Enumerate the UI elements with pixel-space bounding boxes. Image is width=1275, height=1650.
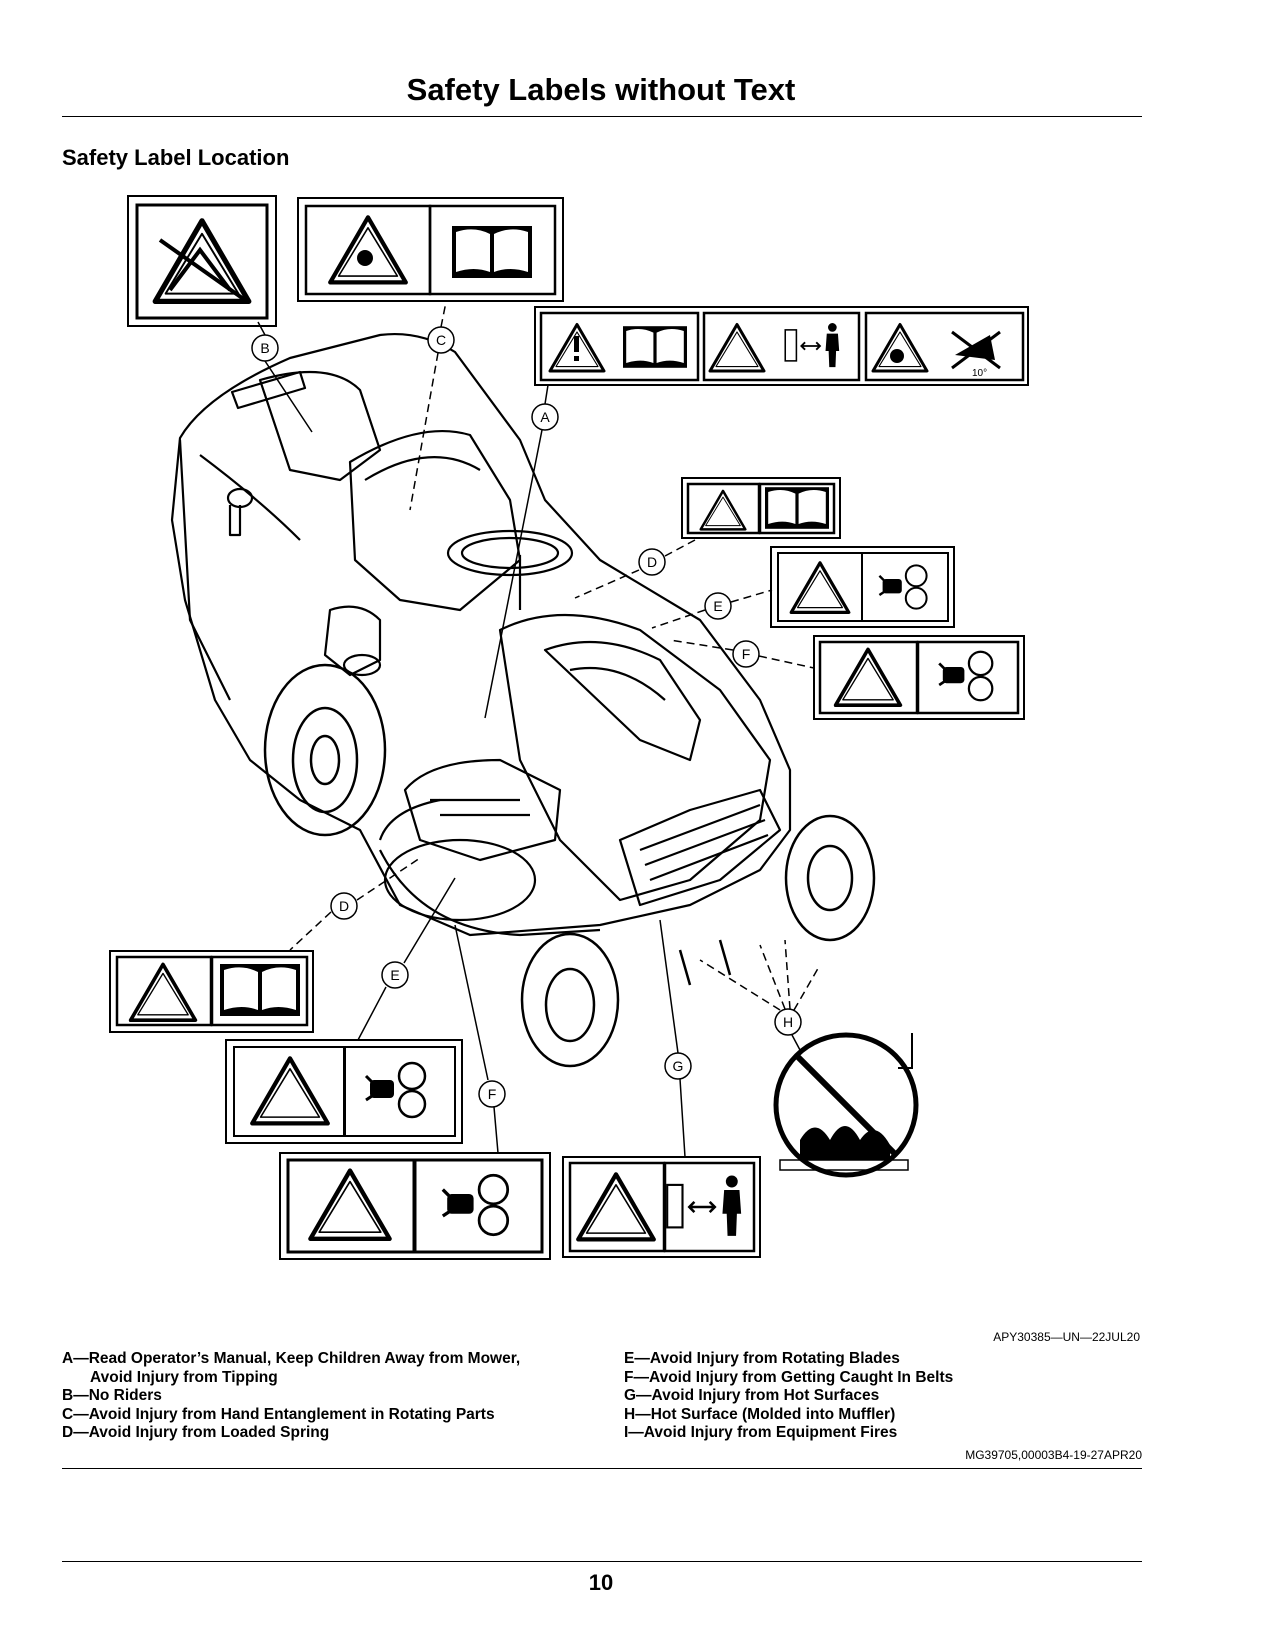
operators-manual-icon (452, 226, 532, 278)
legend-left-column: A—Read Operator’s Manual, Keep Children … (62, 1350, 520, 1443)
callout-c: C (427, 326, 455, 354)
svg-text:F: F (742, 646, 751, 662)
legend-item-b: B—No Riders (62, 1387, 162, 1404)
callout-markers: A B C D E F D E F G H (251, 326, 802, 1108)
tipping-warning-icon (871, 323, 929, 373)
callout-e-upper: E (704, 592, 732, 620)
label-b-no-riders (127, 195, 277, 327)
label-c-hand-entanglement (297, 197, 564, 302)
svg-text:H: H (783, 1014, 793, 1030)
keep-distance-icon (785, 323, 839, 367)
callout-b: B (251, 334, 279, 362)
svg-text:E: E (390, 967, 399, 983)
legend-item-a-continued: Avoid Injury from Tipping (90, 1368, 278, 1386)
svg-text:10°: 10° (972, 368, 987, 379)
footer-divider (62, 1561, 1142, 1562)
svg-text:E: E (713, 598, 722, 614)
callout-h: H (774, 1008, 802, 1036)
belt-entanglement-warning-icon (833, 647, 903, 708)
belt-guard-icon (937, 650, 994, 702)
legend-item-f: F—Avoid Injury from Getting Caught In Be… (624, 1368, 954, 1386)
operators-manual-icon (220, 964, 300, 1016)
svg-text:C: C (436, 332, 446, 348)
callout-f-upper: F (732, 640, 760, 668)
legend-right-column: E—Avoid Injury from Rotating Blades F—Av… (624, 1350, 953, 1443)
svg-text:A: A (540, 409, 550, 425)
title-divider (62, 116, 1142, 117)
callout-f-lower: F (478, 1080, 506, 1108)
label-e-upper-rotating-blades (770, 546, 955, 628)
no-fire-icon (773, 1032, 919, 1178)
label-g-hot-surfaces (562, 1156, 761, 1258)
svg-text:G: G (673, 1058, 684, 1074)
svg-text:D: D (339, 898, 349, 914)
loaded-spring-warning-icon (699, 489, 747, 531)
leader-lines (257, 301, 821, 1158)
rotating-blades-warning-icon (252, 1058, 328, 1123)
legend-item-a: A—Read Operator’s Manual, Keep Children … (62, 1350, 521, 1367)
label-h-no-fire (773, 1032, 919, 1178)
figure-code: APY30385—UN—22JUL20 (993, 1330, 1140, 1344)
legend-item-i: I—Avoid Injury from Equipment Fires (624, 1424, 898, 1441)
svg-text:F: F (488, 1086, 497, 1102)
legend-item-g: G—Avoid Injury from Hot Surfaces (624, 1387, 880, 1404)
legend-item-d: D—Avoid Injury from Loaded Spring (62, 1424, 330, 1441)
callout-e-lower: E (381, 961, 409, 989)
hot-surface-warning-icon (578, 1174, 654, 1239)
section-heading: Safety Label Location (62, 145, 290, 170)
label-d-lower-loaded-spring (109, 950, 314, 1033)
label-f-upper-belts (813, 635, 1025, 720)
keep-children-away-warning-icon (708, 323, 766, 373)
svg-text:D: D (647, 554, 657, 570)
label-f-lower-belts (279, 1152, 551, 1260)
blade-rotation-icon (878, 564, 928, 610)
riding-mower-illustration (170, 333, 792, 937)
page-number: 10 (588, 1570, 614, 1595)
mower-wheels (263, 663, 876, 1068)
loaded-spring-warning-icon (128, 962, 198, 1023)
label-a-manual-children-tipping: 10° (534, 306, 1029, 386)
hand-entanglement-warning-icon (330, 217, 406, 282)
legend-item-h: H—Hot Surface (Molded into Muffler) (624, 1405, 896, 1423)
callout-g: G (664, 1052, 692, 1080)
callout-a: A (531, 403, 559, 431)
operators-manual-icon (765, 487, 829, 529)
legend-item-e: E—Avoid Injury from Rotating Blades (624, 1350, 900, 1367)
blade-rotation-icon (364, 1061, 427, 1119)
operators-manual-icon (623, 326, 687, 368)
legend-item-c: C—Avoid Injury from Hand Entanglement in… (62, 1405, 495, 1423)
rotating-blades-warning-icon (789, 561, 851, 615)
callout-d-lower: D (330, 892, 358, 920)
slope-limit-icon: 10° (951, 330, 1001, 379)
section-end-divider (62, 1468, 1142, 1469)
belt-guard-icon (441, 1173, 510, 1237)
label-e-lower-rotating-blades (225, 1039, 463, 1144)
page-title: Safety Labels without Text (406, 72, 796, 107)
label-d-upper-loaded-spring (681, 477, 841, 539)
document-code: MG39705,00003B4-19-27APR20 (965, 1448, 1142, 1462)
callout-d-upper: D (638, 548, 666, 576)
keep-distance-icon (667, 1176, 741, 1236)
svg-text:B: B (260, 340, 269, 356)
belt-entanglement-warning-icon (310, 1171, 389, 1239)
